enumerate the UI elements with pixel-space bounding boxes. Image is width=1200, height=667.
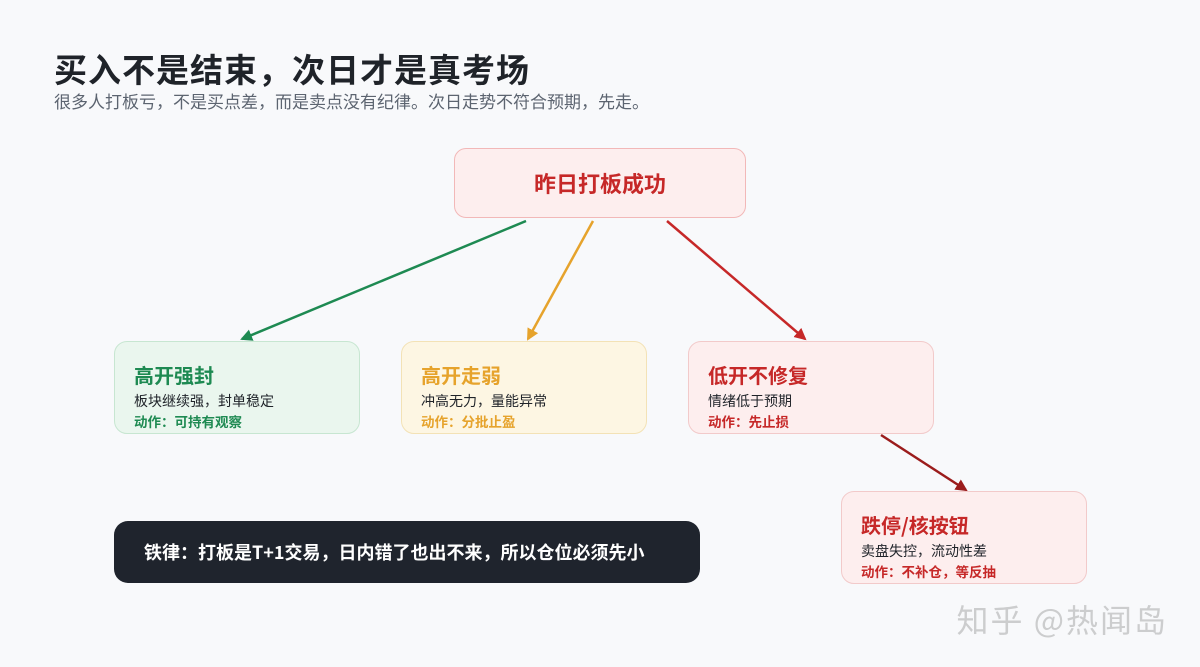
sub-branch-card-limit-down: 跌停/核按钮 卖盘失控，流动性差 动作：不补仓，等反抽: [841, 491, 1087, 584]
branch-card-title: 高开走弱: [421, 360, 501, 389]
arrow-to-low-open: [666, 220, 807, 341]
root-node-yesterday-success: 昨日打板成功: [454, 148, 746, 218]
arrow-to-limit-down: [880, 433, 968, 492]
branch-card-action: 动作：分批止盈: [421, 411, 516, 431]
branch-card-action: 动作：可持有观察: [134, 411, 242, 431]
page-subtitle: 很多人打板亏，不是买点差，而是卖点没有纪律。次日走势不符合预期，先走。: [54, 88, 649, 113]
branch-card-title: 高开强封: [134, 360, 214, 389]
iron-rule-text: 铁律：打板是T+1交易，日内错了也出不来，所以仓位必须先小: [144, 539, 645, 565]
zhihu-watermark: 知乎 @热闻岛: [956, 596, 1168, 642]
branch-card-desc: 冲高无力，量能异常: [421, 391, 547, 411]
branch-card-low-open: 低开不修复 情绪低于预期 动作：先止损: [688, 341, 934, 434]
sub-branch-card-desc: 卖盘失控，流动性差: [861, 541, 987, 561]
iron-rule-banner: 铁律：打板是T+1交易，日内错了也出不来，所以仓位必须先小: [114, 521, 700, 583]
branch-card-weak-open: 高开走弱 冲高无力，量能异常 动作：分批止盈: [401, 341, 647, 434]
branch-card-desc: 板块继续强，封单稳定: [134, 391, 274, 411]
arrow-to-weak-open: [526, 220, 595, 341]
branch-card-strong-seal: 高开强封 板块继续强，封单稳定 动作：可持有观察: [114, 341, 360, 434]
sub-branch-card-title: 跌停/核按钮: [861, 510, 969, 539]
page-title: 买入不是结束，次日才是真考场: [54, 44, 530, 92]
root-node-label: 昨日打板成功: [533, 167, 666, 199]
sub-branch-card-action: 动作：不补仓，等反抽: [861, 561, 996, 581]
branch-card-title: 低开不修复: [708, 360, 808, 389]
branch-card-action: 动作：先止损: [708, 411, 789, 431]
arrow-to-strong-seal: [240, 219, 527, 341]
branch-card-desc: 情绪低于预期: [708, 391, 792, 411]
